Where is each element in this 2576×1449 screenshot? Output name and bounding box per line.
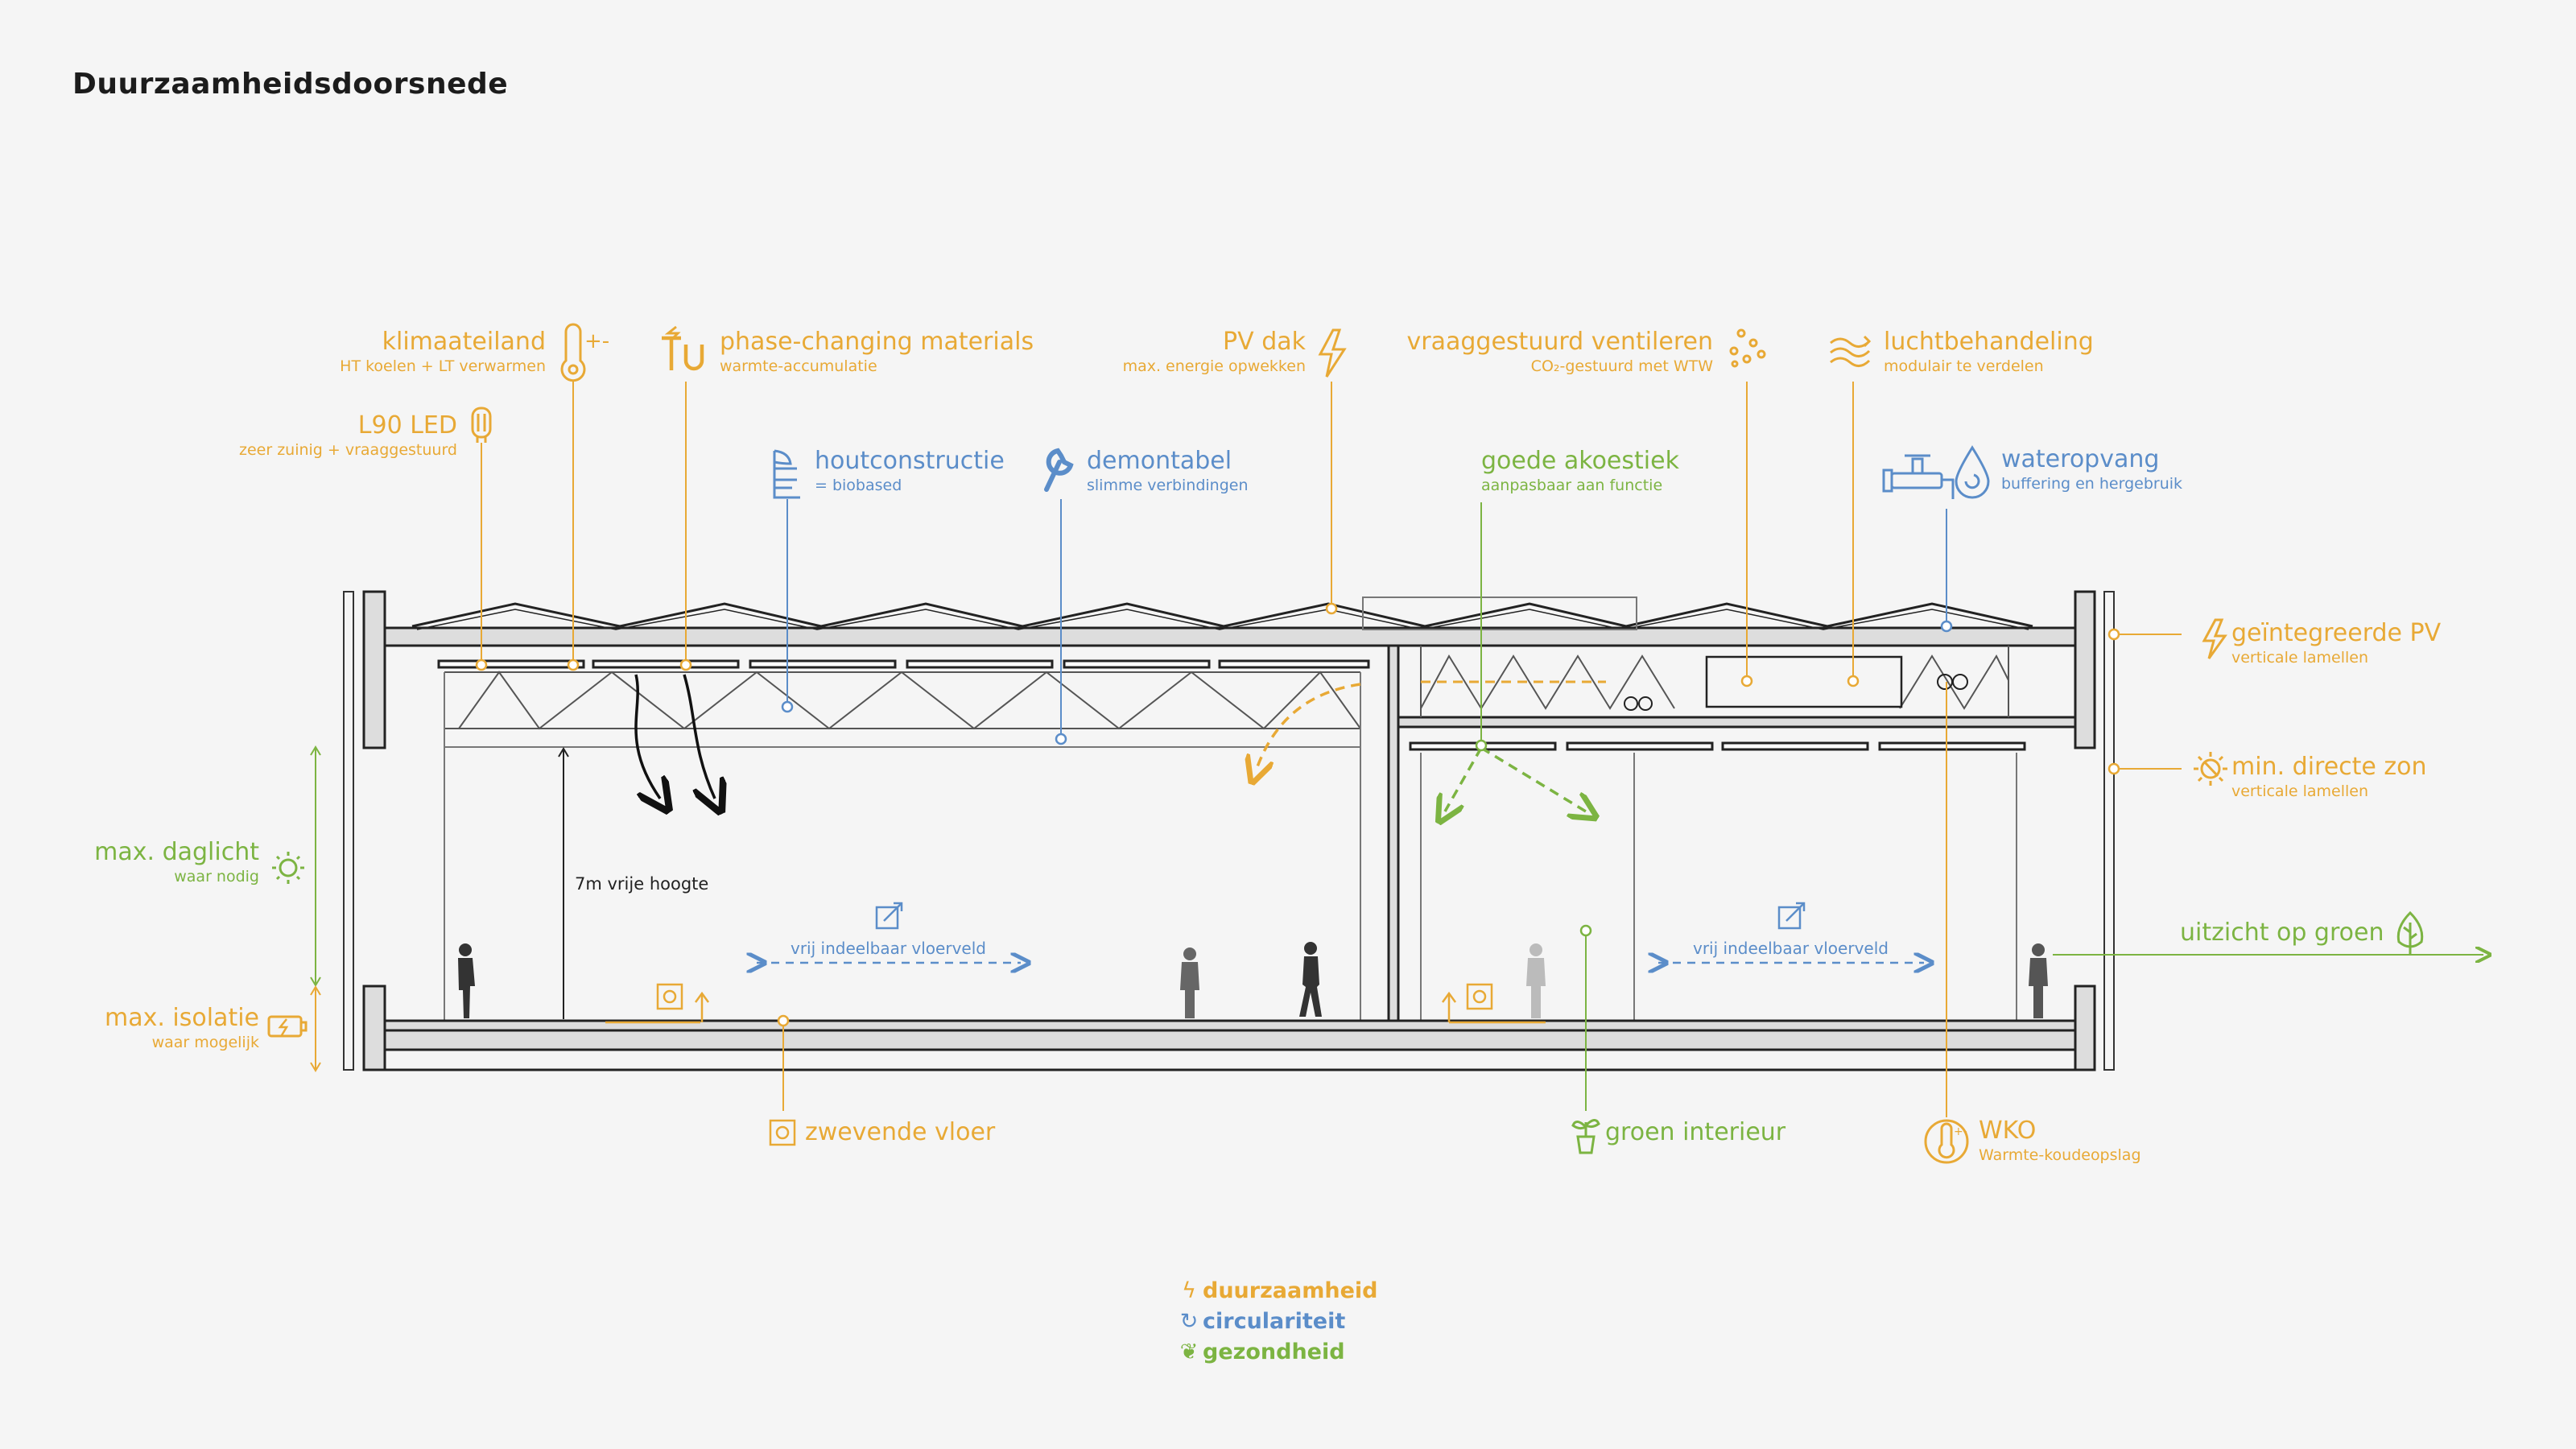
label-ventileren: vraaggestuurd ventileren CO₂-gestuurd me… (1406, 328, 1713, 375)
thermometer-icon: +- (560, 323, 609, 382)
page-title: Duurzaamheidsdoorsnede (72, 68, 509, 101)
sun-icon (272, 852, 304, 884)
label-uitzicht: uitzicht op groen (2180, 919, 2384, 947)
floor-socket-icon (605, 983, 1546, 1024)
ceiling-panels (437, 659, 1370, 669)
wrench-icon (1044, 448, 1074, 492)
pcm-icon (662, 325, 704, 371)
air-handling-unit (1705, 655, 1903, 708)
floor-socket-icon (769, 1119, 796, 1146)
left-facade (343, 590, 386, 1071)
floorfield-label-right: vrij indeelbaar vloerveld (1693, 939, 1889, 958)
label-wateropvang: wateropvang buffering en hergebruik (2001, 445, 2183, 493)
floor-slab (383, 1029, 2077, 1051)
svg-text:+-: +- (1954, 1125, 1967, 1138)
leader-dots (475, 602, 2120, 1027)
height-annotation: 7m vrije hoogte (575, 874, 709, 894)
lightning-icon (1318, 328, 1347, 378)
legend-gezondheid: ❦gezondheid (1175, 1340, 1345, 1364)
floorfield-icon (875, 902, 1806, 930)
label-demontabel: demontabel slimme verbindingen (1087, 447, 1249, 494)
label-houtconstructie: houtconstructie = biobased (815, 447, 1005, 494)
thermometer-circle-icon: +- (1924, 1119, 1969, 1164)
legend-circulariteit: ↻circulariteit (1175, 1309, 1346, 1334)
pv-roof-panels (411, 602, 2033, 628)
label-klimaateiland: klimaateiland HT koelen + LT verwarmen (340, 328, 546, 375)
leaf-icon: ❦ (1179, 1340, 1199, 1364)
people-silhouettes (458, 942, 2048, 1018)
svg-text:+-: +- (584, 329, 609, 353)
label-pv-dak: PV dak max. energie opwekken (1122, 328, 1306, 375)
central-wall (1387, 644, 1400, 1032)
label-pcm: phase-changing materials warmte-accumula… (720, 328, 1034, 375)
sun-icon (2194, 752, 2227, 786)
roof-slab (383, 626, 2077, 647)
label-akoestiek: goede akoestiek aanpasbaar aan functie (1481, 447, 1679, 494)
lightning-icon (2202, 618, 2227, 659)
label-pv-gevel: geïntegreerde PV verticale lamellen (2231, 619, 2442, 667)
timber-truss-left (444, 671, 1361, 748)
label-isolatie: max. isolatie waar mogelijk (104, 1004, 259, 1051)
timber-icon (773, 449, 800, 499)
co2-dots-icon (1729, 328, 1766, 368)
mezzanine-slab (1397, 716, 2077, 729)
led-tube-icon (471, 407, 492, 443)
battery-icon (267, 1015, 308, 1038)
water-tap-icon (1882, 454, 1955, 499)
cycle-icon: ↻ (1179, 1309, 1199, 1334)
label-luchtbehandeling: luchtbehandeling modulair te verdelen (1884, 328, 2094, 375)
floorfield-label-left: vrij indeelbaar vloerveld (791, 939, 986, 958)
label-vloer: zwevende vloer (805, 1118, 996, 1146)
lightning-icon: ϟ (1182, 1278, 1196, 1303)
water-drop-icon (1955, 445, 1990, 499)
label-wko: WKO Warmte-koudeopslag (1979, 1117, 2141, 1164)
label-groen: groen interieur (1605, 1118, 1786, 1146)
leader-lines (310, 382, 2483, 1117)
leaf-icon (2396, 910, 2424, 955)
plant-icon (1571, 1119, 1600, 1154)
right-facade (2074, 590, 2115, 1071)
air-waves-icon (1830, 335, 1872, 367)
label-led: L90 LED zeer zuinig + vraaggestuurd (238, 411, 457, 459)
label-directe-zon: min. directe zon verticale lamellen (2231, 753, 2427, 800)
label-daglicht: max. daglicht waar nodig (94, 838, 259, 886)
